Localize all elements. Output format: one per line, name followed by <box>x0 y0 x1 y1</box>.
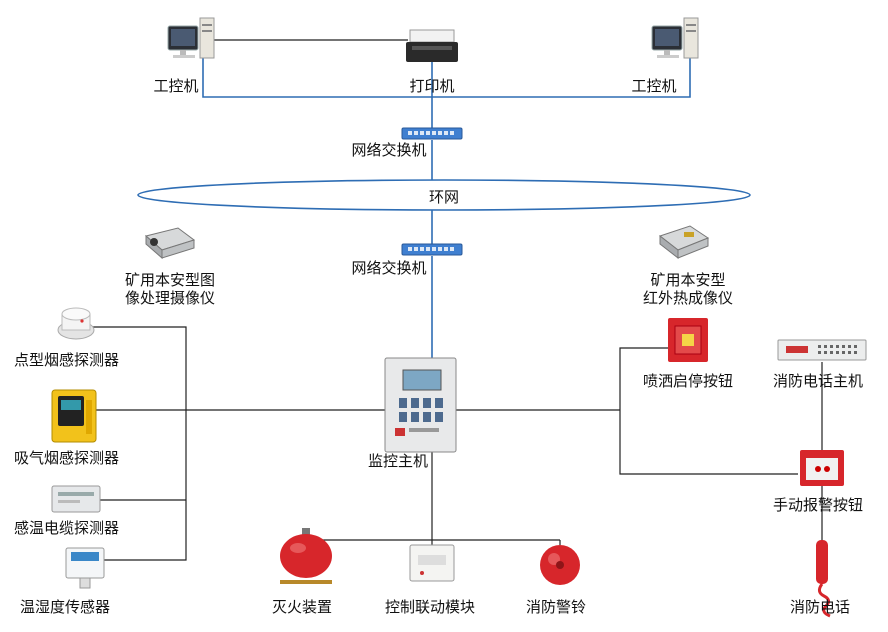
ring-network <box>137 179 751 211</box>
device-wiring <box>90 326 823 561</box>
label-manual-alarm-button: 手动报警按钮 <box>772 496 864 514</box>
label-camera-left-1: 矿用本安型图 <box>124 271 216 289</box>
handset-icon <box>816 540 831 618</box>
label-fire-bell: 消防警铃 <box>525 598 587 616</box>
label-humidity-sensor: 温湿度传感器 <box>20 598 111 616</box>
label-ring-network: 环网 <box>428 188 460 206</box>
printer-icon <box>406 29 458 62</box>
extinguisher-icon <box>280 528 332 584</box>
label-fire-phone: 消防电话 <box>789 598 851 616</box>
label-ipc-left: 工控机 <box>153 77 199 95</box>
label-camera-right-1: 矿用本安型 <box>650 271 726 289</box>
manual-alarm-icon <box>800 450 844 486</box>
label-switch-mid: 网络交换机 <box>351 259 427 277</box>
label-printer: 打印机 <box>409 77 455 95</box>
cable-detector-icon <box>51 485 101 513</box>
bell-icon <box>540 545 580 585</box>
label-camera-left-2: 像处理摄像仪 <box>124 289 216 307</box>
label-sprinkler-button: 喷洒启停按钮 <box>642 372 734 390</box>
label-ipc-right: 工控机 <box>631 77 677 95</box>
control-cabinet-icon <box>384 357 457 453</box>
label-heat-cable-detector: 感温电缆探测器 <box>14 519 120 537</box>
label-aspirating-detector: 吸气烟感探测器 <box>14 449 120 467</box>
label-extinguisher: 灭火装置 <box>271 598 333 616</box>
label-smoke-detector: 点型烟感探测器 <box>14 351 120 369</box>
computer-icon <box>651 17 699 59</box>
label-fire-phone-host: 消防电话主机 <box>772 372 864 390</box>
network-switch-icon <box>401 243 463 256</box>
network-switch-icon <box>401 127 463 140</box>
label-switch-top: 网络交换机 <box>351 141 427 159</box>
aspirating-detector-icon <box>51 389 97 443</box>
humidity-sensor-icon <box>65 547 105 589</box>
network-links <box>202 55 691 358</box>
camera-icon <box>658 225 710 260</box>
label-linkage-module: 控制联动模块 <box>384 598 476 616</box>
phone-host-icon <box>777 339 867 361</box>
label-monitor-host: 监控主机 <box>367 452 429 470</box>
smoke-detector-icon <box>57 307 95 340</box>
camera-icon <box>144 227 196 260</box>
computer-icon <box>167 17 215 59</box>
module-icon <box>409 544 455 582</box>
push-button-icon <box>668 318 708 362</box>
label-camera-right-2: 红外热成像仪 <box>642 289 734 307</box>
